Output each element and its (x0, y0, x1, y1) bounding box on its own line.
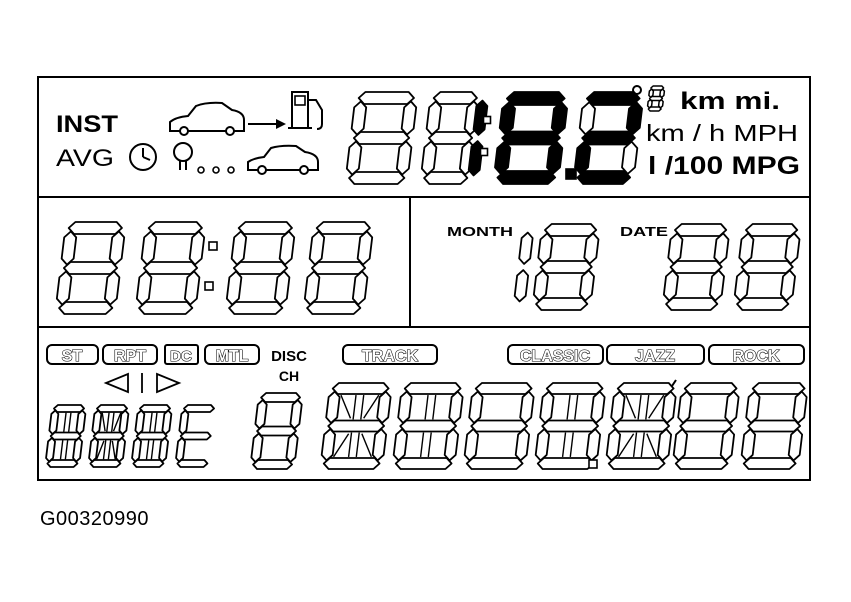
clock-digit-1 (55, 221, 126, 315)
month-label: MONTH (447, 224, 513, 239)
seven-segment-digits (45, 91, 808, 470)
rock-label: ROCK (732, 348, 780, 365)
source-char-2 (88, 404, 130, 468)
badge-rock: ROCK (708, 344, 805, 366)
top-digit-4 (494, 91, 568, 185)
clock-digit-3 (225, 221, 296, 315)
track-label: TRACK (362, 348, 418, 365)
badge-st: ST (46, 344, 99, 366)
disc-label: DISC (271, 348, 307, 365)
inst-label: INST (56, 111, 118, 138)
dolby-label: DC (170, 348, 192, 365)
date-digit-1 (662, 223, 730, 311)
disc-digit (250, 392, 303, 470)
degree-icon (632, 85, 642, 95)
clock-icon (129, 143, 157, 171)
badge-rpt: RPT (102, 344, 158, 366)
jazz-label: JAZZ (635, 348, 675, 365)
track-char-3 (463, 382, 535, 470)
top-digit-1 (345, 91, 418, 185)
kmh-mph-label: km / h MPH (646, 120, 798, 146)
source-char-3 (131, 404, 173, 468)
date-label: DATE (620, 224, 668, 239)
top-digit-5 (574, 91, 643, 185)
car-small-icon (247, 144, 319, 175)
top-digit-3 (467, 99, 489, 177)
ch-label: CH (279, 368, 299, 384)
track-char-2 (392, 382, 464, 470)
top-colon-lower (479, 147, 489, 157)
triangle-left-icon (103, 372, 129, 394)
track-char-6 (672, 382, 740, 470)
badge-mtl: MTL (204, 344, 260, 366)
date-digit-2 (733, 223, 801, 311)
st-label: ST (62, 348, 83, 365)
classic-label: CLASSIC (520, 348, 591, 365)
month-digit-1 (513, 231, 534, 303)
source-char-4 (175, 404, 215, 468)
month-digit-2 (532, 223, 600, 311)
accent-mark (671, 379, 677, 387)
badge-dolby: DC (164, 344, 199, 366)
badge-track: TRACK (342, 344, 438, 366)
small-seven-segment-digit (646, 85, 666, 112)
track-decimal-point (588, 459, 598, 469)
fuel-pump-icon (288, 91, 323, 130)
rpt-label: RPT (114, 348, 146, 365)
tiny-digit (646, 85, 666, 112)
avg-label: AVG (56, 145, 114, 172)
bulb-icon (173, 142, 235, 174)
badge-jazz: JAZZ (606, 344, 705, 366)
km-mi-label: km mi. (680, 88, 780, 115)
arrow-right-icon (248, 119, 286, 129)
mtl-label: MTL (216, 348, 249, 365)
display-frame (37, 76, 811, 481)
l-100-mpg-label: l /100 MPG (648, 152, 800, 180)
car-icon (169, 101, 245, 136)
triangle-right-icon (156, 372, 182, 394)
track-char-4 (534, 382, 606, 470)
clock-digit-4 (303, 221, 374, 315)
clock-digit-2 (135, 221, 206, 315)
figure-id-caption: G00320990 (40, 508, 150, 530)
clock-colon-upper (208, 241, 218, 251)
top-colon-upper (482, 115, 492, 125)
clock-colon-lower (204, 281, 214, 291)
track-char-7 (740, 382, 808, 470)
track-char-5 (605, 382, 677, 470)
source-char-1 (45, 404, 87, 468)
track-char-1 (320, 382, 392, 470)
badge-classic: CLASSIC (507, 344, 604, 366)
top-decimal-point (565, 168, 577, 180)
